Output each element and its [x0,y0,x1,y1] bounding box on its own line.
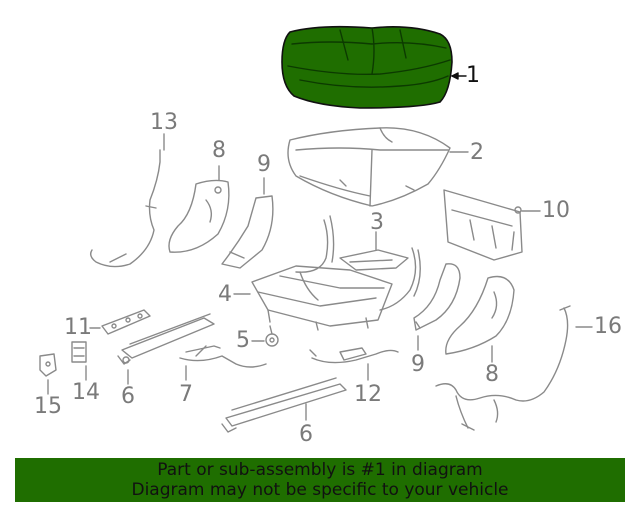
callout-8-right[interactable]: 8 [485,362,499,387]
trim-panel-part-8-left[interactable] [168,179,230,253]
seat-track-part-6-left[interactable] [117,313,215,365]
callout-1[interactable]: 1 [466,63,480,88]
callout-10[interactable]: 10 [542,198,570,223]
callout-6-left[interactable]: 6 [121,384,135,409]
harness-part-16[interactable] [435,305,571,431]
banner-line-1: Part or sub-assembly is #1 in diagram [157,460,483,480]
trim-panel-part-8-right[interactable] [445,275,515,355]
side-cover-part-9-left[interactable] [221,195,274,269]
seat-track-part-6-bottom[interactable] [221,377,347,433]
rod-part-7[interactable] [179,345,267,368]
callout-3[interactable]: 3 [370,210,384,235]
bracket-part-10[interactable] [443,189,523,261]
callout-4[interactable]: 4 [218,282,232,307]
callout-2[interactable]: 2 [470,140,484,165]
plate-part-3[interactable] [339,249,409,271]
callout-14[interactable]: 14 [72,380,100,405]
callout-5[interactable]: 5 [236,328,250,353]
callout-8-left[interactable]: 8 [212,138,226,163]
side-cover-part-9-right[interactable] [413,263,461,331]
cushion-pad-part-2[interactable] [287,127,451,207]
callout-13[interactable]: 13 [150,110,178,135]
cable-part-13[interactable] [89,149,161,268]
clip-part-14[interactable] [71,341,87,363]
callout-12[interactable]: 12 [354,382,382,407]
latch-plate-part-11[interactable] [101,309,151,335]
callout-7[interactable]: 7 [179,382,193,407]
bracket-part-15[interactable] [39,353,57,377]
callout-16[interactable]: 16 [594,314,622,339]
callout-6-bottom[interactable]: 6 [299,422,313,447]
info-banner: Part or sub-assembly is #1 in diagram Di… [15,458,625,502]
callout-9-right[interactable]: 9 [411,352,425,377]
callout-15[interactable]: 15 [34,394,62,419]
seat-frame-part-4[interactable] [251,215,421,331]
bolt-part-5[interactable] [265,325,279,347]
wire-harness-part-12[interactable] [309,347,399,364]
callout-11[interactable]: 11 [64,315,92,340]
banner-line-2: Diagram may not be specific to your vehi… [131,480,509,500]
leader-arrow-1 [451,72,459,80]
callout-9-left[interactable]: 9 [257,152,271,177]
seat-cushion-part-1[interactable] [281,25,453,109]
